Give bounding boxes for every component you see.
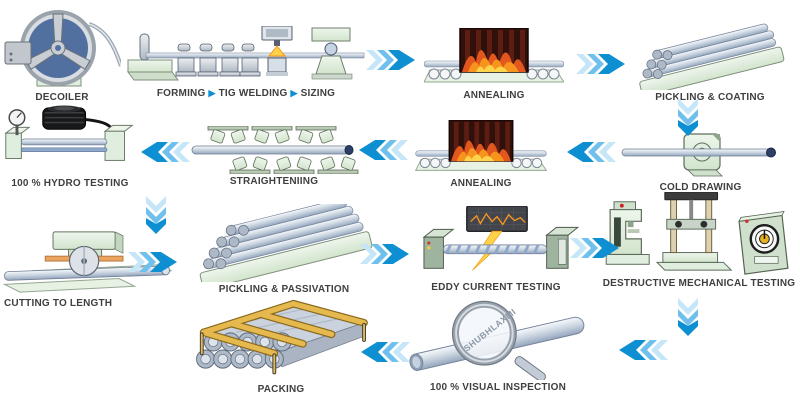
stage-label-cutting: CUTTING TO LENGTH bbox=[4, 298, 113, 309]
stage-cutting-to-length: CUTTING TO LENGTH bbox=[2, 228, 174, 309]
stage-label-annealing-2: ANNEALING bbox=[450, 178, 512, 189]
stage-pickling-coating: PICKLING & COATING bbox=[624, 22, 796, 103]
stage-annealing-1: ANNEALING bbox=[424, 28, 564, 101]
flow-arrow-left-icon bbox=[140, 142, 190, 162]
stage-label-annealing-1: ANNEALING bbox=[463, 90, 525, 101]
stage-label-eddy-current: EDDY CURRENT TESTING bbox=[431, 282, 561, 293]
stage-pickling-passivation: PICKLING & PASSIVATION bbox=[186, 204, 382, 295]
stage-cold-drawing: COLD DRAWING bbox=[618, 132, 783, 193]
magnifier-icon: SHUBHLAXMI bbox=[451, 300, 546, 380]
stage-annealing-2: ANNEALING bbox=[414, 120, 548, 189]
flow-arrow-right-icon bbox=[570, 238, 620, 258]
pickling-passivation-icon bbox=[199, 204, 373, 282]
tensile-tester-icon bbox=[655, 261, 733, 271]
hydro-testing-icon bbox=[4, 105, 134, 161]
flow-arrow-right-icon bbox=[128, 252, 178, 272]
stage-hydro-testing: 100 % HYDRO TESTING bbox=[2, 104, 138, 189]
stage-label-sizing: SIZING bbox=[300, 88, 336, 99]
flow-arrow-right-icon bbox=[360, 244, 410, 264]
flow-arrow-left-icon bbox=[358, 140, 408, 160]
visual-inspection-icon: SHUBHLAXMI bbox=[409, 300, 585, 380]
destructive-testing-icon bbox=[605, 192, 789, 275]
eddy-current-icon bbox=[422, 206, 580, 271]
forming-line-label: FORMING ▶ TIG WELDING ▶ SIZING bbox=[157, 88, 335, 99]
cutting-to-length-icon bbox=[2, 231, 172, 293]
flow-arrow-down-icon bbox=[678, 98, 698, 136]
flow-arrow-right-icon bbox=[366, 50, 416, 70]
straightening-icon bbox=[191, 126, 359, 174]
flow-arrow-down-icon bbox=[146, 196, 166, 234]
stage-label-straightening: STRAIGHTENIING bbox=[229, 176, 319, 187]
annealing-furnace-icon bbox=[424, 28, 564, 83]
stage-label-decoiler: DECOILER bbox=[35, 92, 89, 103]
stage-label-hydro-testing: 100 % HYDRO TESTING bbox=[11, 178, 129, 189]
stage-eddy-current: EDDY CURRENT TESTING bbox=[400, 206, 592, 293]
flow-arrow-right-icon bbox=[576, 54, 626, 74]
flow-arrow-left-icon bbox=[566, 142, 616, 162]
packing-icon bbox=[196, 299, 368, 375]
pickling-coating-icon bbox=[639, 23, 785, 90]
cold-drawing-icon bbox=[621, 133, 776, 177]
stage-label-cold-drawing: COLD DRAWING bbox=[659, 182, 742, 193]
wooden-frame bbox=[199, 299, 368, 375]
stage-decoiler: DECOILER bbox=[2, 8, 122, 103]
stage-label-pickling-coating: PICKLING & COATING bbox=[655, 92, 765, 103]
stage-label-packing: PACKING bbox=[257, 384, 305, 395]
stage-label-forming: FORMING bbox=[156, 88, 206, 99]
stage-packing: PACKING bbox=[186, 298, 376, 395]
stage-label-destructive: DESTRUCTIVE MECHANICAL TESTING bbox=[602, 278, 796, 289]
forming-tig-sizing-icon bbox=[127, 26, 365, 81]
stage-label-visual-inspection: 100 % VISUAL INSPECTION bbox=[429, 382, 567, 393]
weld-spark-icon bbox=[267, 45, 287, 57]
flow-arrow-icon: ▶ bbox=[290, 88, 298, 98]
decoiler-icon bbox=[4, 10, 121, 87]
stage-label-tig-welding: TIG WELDING bbox=[218, 88, 288, 99]
stage-label-pickling-passivation: PICKLING & PASSIVATION bbox=[218, 284, 350, 295]
stage-destructive-testing: DESTRUCTIVE MECHANICAL TESTING bbox=[600, 192, 798, 289]
stage-visual-inspection: SHUBHLAXMI 100 % VISUAL INSPECTION bbox=[400, 300, 596, 393]
flow-arrow-icon: ▶ bbox=[208, 88, 216, 98]
flow-arrow-left-icon bbox=[618, 340, 668, 360]
flow-arrow-left-icon bbox=[360, 342, 410, 362]
gauge-stem bbox=[15, 123, 19, 136]
flow-arrow-down-icon bbox=[678, 298, 698, 336]
stage-forming-line: FORMING ▶ TIG WELDING ▶ SIZING bbox=[126, 26, 366, 99]
stage-straightening: STRAIGHTENIING bbox=[188, 126, 360, 187]
annealing-furnace-icon bbox=[414, 120, 548, 171]
